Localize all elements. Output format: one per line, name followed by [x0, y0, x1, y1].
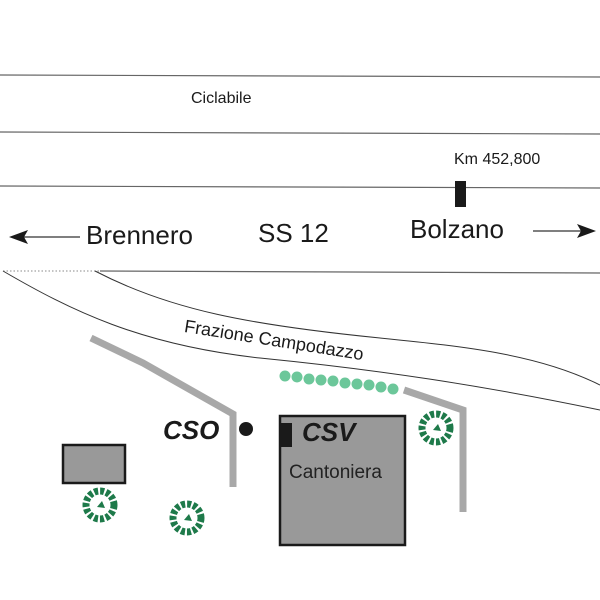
direction-bolzano-label: Bolzano: [410, 214, 504, 244]
road-bottom-edge: [99, 270, 600, 274]
cantoniera-building: [278, 414, 407, 547]
wall-right: [402, 386, 467, 512]
tree-icon: [82, 487, 118, 523]
csv-label: CSV: [302, 417, 356, 447]
km-marker-post: [455, 181, 466, 207]
bike-path-bottom-edge: [0, 131, 600, 135]
small-building: [61, 443, 127, 485]
hamlet-road-lower-edge: [2, 270, 600, 411]
arrow-right-icon: [533, 224, 596, 238]
hamlet-road-upper-edge: [94, 270, 600, 386]
tree-icon: [169, 500, 205, 536]
road-top-edge: [0, 185, 600, 189]
hedge-icon: [279, 370, 399, 395]
cso-label: CSO: [163, 415, 220, 445]
cso-marker: [239, 422, 253, 436]
csv-marker: [281, 423, 292, 447]
km-marker-label: Km 452,800: [454, 151, 541, 168]
bike-path-top-edge: [0, 74, 600, 78]
road-name-label: SS 12: [258, 218, 329, 248]
direction-brennero-label: Brennero: [86, 220, 193, 250]
wall-left: [89, 334, 237, 487]
arrow-left-icon: [9, 230, 80, 244]
tree-icon: [418, 410, 454, 446]
bike-path-label: Ciclabile: [191, 90, 252, 107]
cantoniera-label: Cantoniera: [289, 462, 382, 483]
